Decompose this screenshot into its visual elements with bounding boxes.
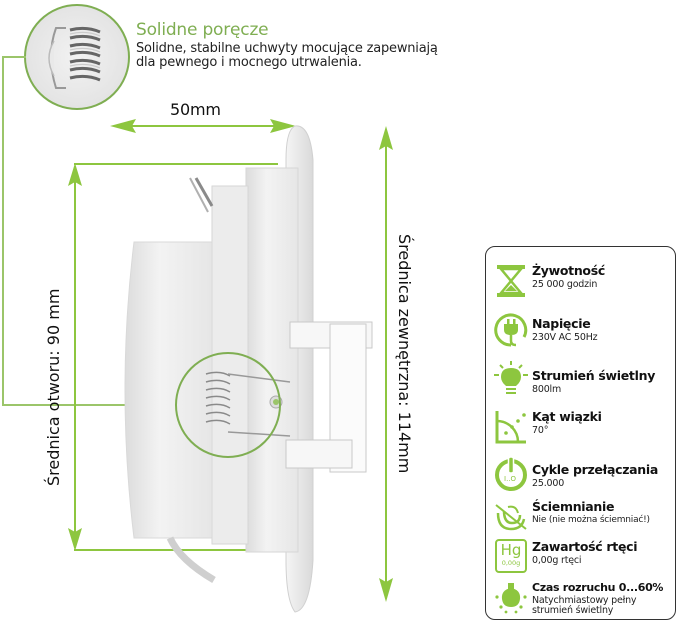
spec-beam-angle: Kąt wiązki 70° [486, 407, 675, 451]
spec-voltage: Napięcie 230V AC 50Hz [486, 309, 675, 353]
outer-diameter-label: Średnica zewnętrzna: 114mm [395, 234, 414, 474]
spec-mercury: Hg 0,00g Zawartość rtęci 0,00g rtęci [486, 537, 675, 581]
spec-value: Natychmiastowy pełny [532, 595, 637, 606]
callout-description-line1: Solidne, stabilne uchwyty mocujące zapew… [136, 41, 438, 56]
spec-value: 25 000 godzin [532, 279, 598, 290]
spec-title: Kąt wiązki [532, 409, 602, 424]
spec-title: Strumień świetlny [532, 368, 656, 383]
spec-title: Napięcie [532, 316, 591, 331]
spec-value: 0,00g rtęci [532, 555, 582, 566]
spec-switching-cycles: I..O Cykle przełączania 25.000 [486, 453, 675, 497]
mercury-icon: Hg 0,00g [495, 539, 527, 573]
spec-value: Nie (nie można ściemniać!) [532, 515, 650, 525]
power-plug-icon [494, 313, 528, 347]
spec-luminous-flux: Strumień świetlny 800lm [486, 359, 675, 403]
light-bulb-icon [494, 361, 528, 394]
spring-icon [48, 26, 101, 89]
callout-connector-h2 [2, 404, 174, 406]
spec-value: 70° [532, 425, 549, 436]
spec-value: 25.000 [532, 478, 565, 489]
callout-description-line2: dla pewnego i mocnego utrwalenia. [136, 55, 362, 70]
hole-diameter-label: Średnica otworu: 90 mm [44, 288, 63, 486]
power-switch-icon: I..O [495, 456, 527, 491]
specifications-panel: Żywotność 25 000 godzin Napięcie 230V AC… [485, 246, 676, 620]
spec-title: Ściemnianie [532, 499, 615, 514]
spec-title: Żywotność [532, 263, 605, 278]
svg-text:I..O: I..O [504, 475, 517, 483]
spec-value: 230V AC 50Hz [532, 332, 598, 343]
hole-diameter-arrow [68, 163, 82, 551]
warmup-bulb-icon [495, 583, 527, 614]
depth-dimension-label: 50mm [170, 100, 221, 119]
outer-diameter-arrow [379, 126, 393, 602]
callout-description: Solidne, stabilne uchwyty mocujące zapew… [136, 42, 438, 70]
hole-top-extension [74, 163, 278, 165]
depth-arrow [110, 119, 296, 133]
mercury-icon-amount: 0,00g [501, 559, 521, 567]
spec-lifetime: Żywotność 25 000 godzin [486, 261, 675, 305]
spec-value-line2: strumień świetlny [532, 605, 614, 616]
dimming-icon [495, 504, 527, 531]
hourglass-icon [497, 265, 525, 297]
spec-title: Zawartość rtęci [532, 539, 638, 554]
callout-title: Solidne poręcze [136, 20, 269, 40]
callout-connector-v [2, 56, 4, 406]
spring-clip-closeup [24, 4, 130, 110]
spec-dimming: Ściemnianie Nie (nie można ściemniać!) [486, 497, 675, 541]
spec-title: Cykle przełączania [532, 462, 659, 477]
mercury-icon-symbol: Hg [500, 541, 522, 559]
spec-title: Czas rozruchu 0...60% [532, 581, 664, 594]
callout-connector-h [2, 56, 26, 58]
spec-warmup-time: Czas rozruchu 0...60% Natychmiastowy peł… [486, 577, 675, 617]
beam-angle-icon [495, 411, 526, 444]
downlight-product-image [124, 125, 373, 613]
spec-value: 800lm [532, 384, 562, 395]
